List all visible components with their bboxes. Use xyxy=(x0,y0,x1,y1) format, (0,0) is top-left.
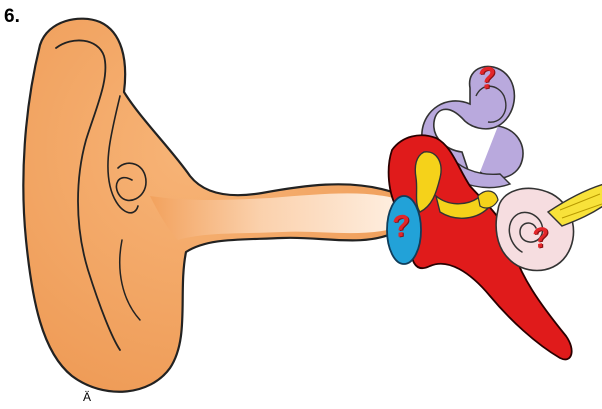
question-number: 6. xyxy=(4,6,20,28)
stray-character: Ä xyxy=(83,390,91,404)
